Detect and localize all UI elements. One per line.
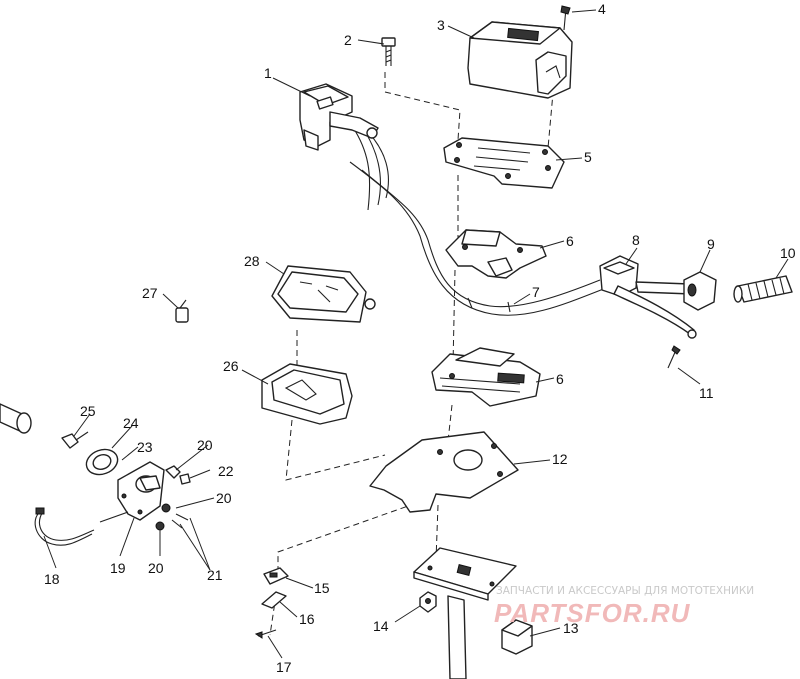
callout-7: 7 <box>532 284 540 300</box>
callout-18: 18 <box>44 571 60 587</box>
watermark: ЗАПЧАСТИ И АКСЕССУАРЫ ДЛЯ МОТОТЕХНИКИ PA… <box>494 585 754 628</box>
watermark-tagline: ЗАПЧАСТИ И АКСЕССУАРЫ ДЛЯ МОТОТЕХНИКИ <box>496 585 754 597</box>
callout-20-bottom: 20 <box>148 560 164 576</box>
callout-28: 28 <box>244 253 260 269</box>
callout-labels: 1 2 3 4 5 6 6 7 8 9 10 11 12 13 14 15 16… <box>44 1 796 675</box>
callout-13: 13 <box>563 620 579 636</box>
part-2-bolt <box>381 37 396 66</box>
callout-14: 14 <box>373 618 389 634</box>
part-11-screw <box>667 345 681 369</box>
callout-6-lower: 6 <box>556 371 564 387</box>
part-26-instrument-housing <box>261 363 353 425</box>
callout-23: 23 <box>137 439 153 455</box>
callout-15: 15 <box>314 580 330 596</box>
part-25-cylinder-knob <box>0 403 32 434</box>
part-5-upper-plate <box>443 137 565 189</box>
part-12-mounting-bracket <box>369 431 519 513</box>
callout-20-top: 20 <box>197 437 213 453</box>
part-14-nut <box>419 591 437 613</box>
alignment-lines <box>269 59 557 636</box>
watermark-brand: PARTSFOR.RU <box>494 598 691 628</box>
callout-3: 3 <box>437 17 445 33</box>
part-24-ring <box>85 448 119 476</box>
callout-24: 24 <box>123 415 139 431</box>
part-3-handlebar-cover <box>467 21 573 99</box>
part-4-screw <box>560 5 571 31</box>
part-6-lower-clamp <box>431 347 541 407</box>
callout-5: 5 <box>584 149 592 165</box>
callout-2: 2 <box>344 32 352 48</box>
callout-17: 17 <box>276 659 292 675</box>
part-17-pin <box>254 629 277 639</box>
callout-9: 9 <box>707 236 715 252</box>
part-8-throttle-lever <box>599 255 697 339</box>
callout-21: 21 <box>207 567 223 583</box>
part-19-bracket <box>99 461 165 523</box>
part-9-switch <box>683 271 717 311</box>
callout-16: 16 <box>299 611 315 627</box>
callout-26: 26 <box>223 358 239 374</box>
callout-22: 22 <box>218 463 234 479</box>
part-25-fitting <box>61 431 89 449</box>
part-13-steering-post <box>413 547 533 679</box>
handlebar <box>349 161 607 316</box>
callout-4: 4 <box>598 1 606 17</box>
part-27-bulb <box>175 299 189 323</box>
callout-10: 10 <box>780 245 796 261</box>
callout-6-upper: 6 <box>566 233 574 249</box>
part-16-washer <box>261 591 287 609</box>
part-10-grip <box>733 275 793 303</box>
part-28-speedometer <box>271 265 376 323</box>
part-6-upper-clamp <box>445 229 547 279</box>
callout-1: 1 <box>264 65 272 81</box>
callout-11: 11 <box>699 385 714 401</box>
callout-20-mid: 20 <box>216 490 232 506</box>
callout-19: 19 <box>110 560 126 576</box>
part-15-clip <box>263 567 289 585</box>
callout-25: 25 <box>80 403 96 419</box>
callout-12: 12 <box>552 451 568 467</box>
leader-lines <box>43 9 789 659</box>
callout-8: 8 <box>632 232 640 248</box>
callout-27: 27 <box>142 285 158 301</box>
part-18-cable <box>34 507 95 546</box>
part-1-master-cylinder <box>299 83 389 211</box>
